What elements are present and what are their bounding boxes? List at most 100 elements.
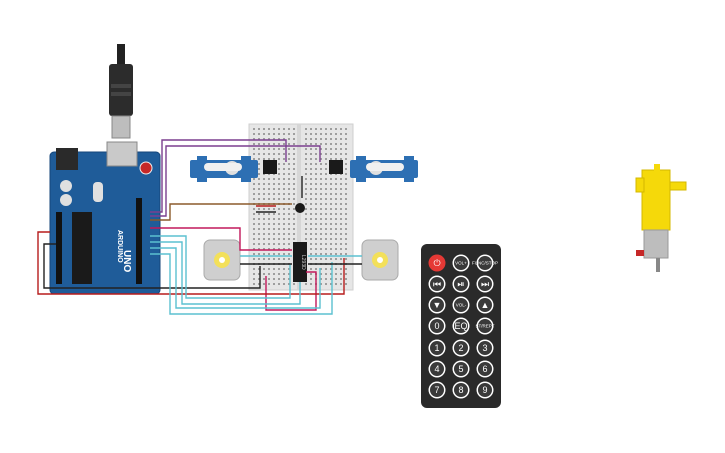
remote-key-label: 4 — [434, 364, 439, 374]
remote-key-face — [430, 362, 444, 376]
maker-label: ARDUINO — [116, 230, 123, 263]
remote-key-label: 2 — [458, 343, 463, 353]
remote-key-face — [454, 298, 468, 312]
remote-key-zero[interactable]: 0 — [428, 317, 446, 335]
remote-key-nine[interactable]: 9 — [476, 381, 494, 399]
wire-black[interactable] — [43, 243, 261, 289]
remote-key-up[interactable]: ▲ — [476, 296, 494, 314]
remote-key-label: 1 — [434, 343, 439, 353]
wire-magenta[interactable] — [150, 227, 292, 251]
remote-key-label: 7 — [434, 385, 439, 395]
servo-left[interactable] — [190, 156, 258, 182]
remote-key-two[interactable]: 2 — [452, 339, 470, 357]
remote-key-face — [478, 341, 492, 355]
remote-key-face — [454, 277, 468, 291]
remote-key-face — [478, 277, 492, 291]
ir-sensor-right[interactable] — [329, 160, 343, 174]
remote-key-prev[interactable]: ⏮ — [428, 275, 446, 293]
remote-key-label: ▼ — [433, 300, 442, 310]
remote-key-face — [454, 362, 468, 376]
power-jack — [56, 148, 78, 170]
remote-key-power[interactable]: ⏻ — [428, 254, 446, 272]
arduino-uno[interactable]: ARDUINO UNO — [49, 141, 161, 295]
remote-key-face — [454, 256, 468, 270]
gear-motor[interactable] — [635, 164, 687, 272]
dc-motor-right[interactable] — [361, 239, 399, 281]
chip-label: L293D — [300, 255, 306, 270]
remote-key-three[interactable]: 3 — [476, 339, 494, 357]
usb-cable[interactable] — [109, 44, 133, 139]
remote-key-label: 9 — [482, 385, 487, 395]
remote-key-label: FUNC/STOP — [472, 261, 498, 266]
remote-key-next[interactable]: ⏭ — [476, 275, 494, 293]
capacitor — [60, 180, 72, 192]
digital-header — [136, 198, 142, 284]
remote-key-vol-up[interactable]: VOL+ — [452, 254, 470, 272]
board-label: UNO — [121, 250, 132, 272]
remote-key-label: ⏮ — [433, 279, 441, 289]
capacitor — [60, 194, 72, 206]
remote-key-six[interactable]: 6 — [476, 360, 494, 378]
remote-key-label: 0 — [434, 321, 439, 331]
remote-key-five[interactable]: 5 — [452, 360, 470, 378]
remote-key-func-stop[interactable]: FUNC/STOP — [472, 254, 498, 272]
remote-key-face — [430, 341, 444, 355]
remote-key-label: ⏭ — [481, 279, 489, 289]
remote-key-label: ST/REPT — [475, 324, 494, 329]
servo-right[interactable] — [350, 156, 418, 182]
remote-key-seven[interactable]: 7 — [428, 381, 446, 399]
wire-purple[interactable] — [150, 139, 287, 213]
remote-key-label: VOL- — [456, 303, 467, 308]
remote-key-label: 5 — [458, 364, 463, 374]
motor-driver-chip[interactable]: L293D — [293, 242, 307, 282]
wire-cyan[interactable] — [150, 235, 291, 299]
remote-key-face — [430, 277, 444, 291]
remote-key-label: 8 — [458, 385, 463, 395]
remote-key-one[interactable]: 1 — [428, 339, 446, 357]
dc-motor-left[interactable] — [203, 239, 241, 281]
remote-key-label: 3 — [482, 343, 487, 353]
ir-remote[interactable]: ⏻ VOL+ FUNC/STOP ⏮ ⏯ ⏭ ▼ VOL- ▲ 0 EQ ST/REPT 1 2 3 4 5 6 7… — [421, 244, 501, 408]
reset-button[interactable] — [139, 161, 153, 175]
remote-key-face — [454, 319, 468, 333]
remote-key-face — [478, 256, 492, 270]
remote-key-face — [478, 362, 492, 376]
wire-cyan[interactable] — [150, 253, 333, 315]
remote-key-face — [454, 383, 468, 397]
remote-key-face — [478, 298, 492, 312]
remote-key-vol-down[interactable]: VOL- — [452, 296, 470, 314]
remote-key-face — [478, 319, 492, 333]
remote-key-label: EQ — [454, 321, 467, 331]
remote-key-face — [478, 383, 492, 397]
remote-key-face — [454, 341, 468, 355]
remote-key-face — [430, 319, 444, 333]
remote-key-play-pause[interactable]: ⏯ — [452, 275, 470, 293]
wire-cyan[interactable] — [150, 247, 321, 309]
wire-brown[interactable] — [150, 203, 292, 221]
wires — [37, 139, 362, 315]
remote-key-face — [430, 256, 444, 270]
remote-key-label: ⏯ — [457, 279, 464, 289]
remote-key-label: ▲ — [481, 300, 490, 310]
ir-sensor-left[interactable] — [263, 160, 277, 174]
remote-key-eq[interactable]: EQ — [452, 317, 470, 335]
ir-receiver[interactable] — [295, 203, 305, 213]
remote-key-four[interactable]: 4 — [428, 360, 446, 378]
remote-key-face — [430, 298, 444, 312]
wire-cyan[interactable] — [150, 241, 301, 305]
remote-key-label: VOL+ — [455, 261, 467, 266]
usb-port — [106, 141, 138, 167]
power-analog-header — [56, 212, 62, 284]
atmega-chip — [72, 212, 92, 284]
breadboard-holes — [253, 128, 347, 285]
remote-key-eight[interactable]: 8 — [452, 381, 470, 399]
remote-key-label: 6 — [482, 364, 487, 374]
remote-keypad: ⏻ VOL+ FUNC/STOP ⏮ ⏯ ⏭ ▼ VOL- ▲ 0 EQ ST/REPT 1 2 3 4 5 6 7… — [428, 254, 498, 399]
remote-key-label: ⏻ — [433, 258, 440, 268]
remote-key-st-rept[interactable]: ST/REPT — [475, 317, 495, 335]
remote-key-face — [430, 383, 444, 397]
wire-red[interactable] — [37, 231, 345, 295]
crystal — [93, 182, 103, 202]
remote-key-down[interactable]: ▼ — [428, 296, 446, 314]
wire-purple[interactable] — [150, 145, 321, 217]
